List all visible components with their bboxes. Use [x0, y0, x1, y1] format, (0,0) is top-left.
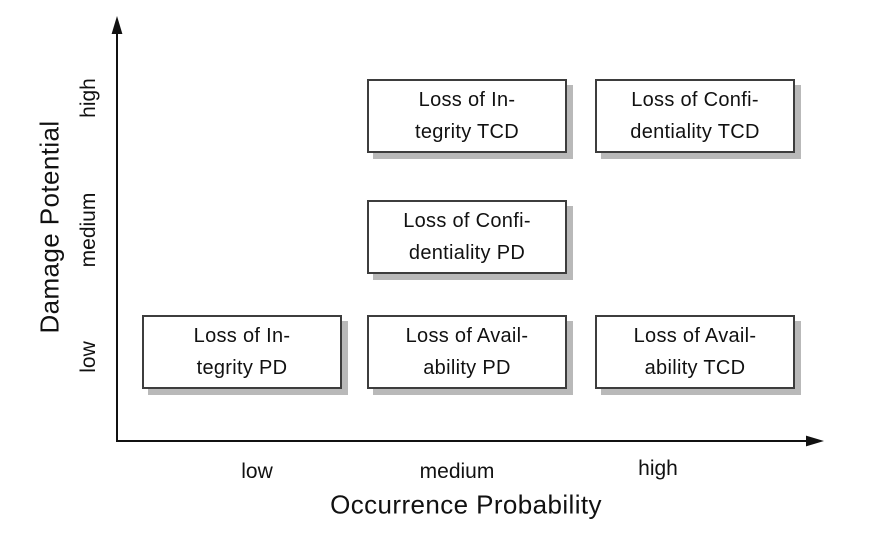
y-tick-low: low [77, 341, 100, 373]
x-tick-high: high [638, 457, 678, 480]
node-loss-of-integrity-pd: Loss of In- tegrity PD [142, 315, 342, 389]
node-label-line: tegrity PD [196, 357, 288, 379]
node-label-line: Loss of Avail- [405, 325, 529, 347]
node-label-line: Loss of Avail- [633, 325, 757, 347]
node-loss-of-availability-pd: Loss of Avail- ability PD [367, 315, 567, 389]
node-loss-of-confidentiality-pd: Loss of Confi- dentiality PD [367, 200, 567, 274]
y-tick-medium: medium [77, 192, 100, 268]
x-tick-low: low [241, 460, 273, 483]
node-loss-of-availability-tcd: Loss of Avail- ability TCD [595, 315, 795, 389]
node-label-line: Loss of In- [418, 89, 516, 111]
x-axis-arrowhead-icon [806, 435, 824, 447]
node-label-line: dentiality TCD [630, 121, 760, 143]
node-loss-of-integrity-tcd: Loss of In- tegrity TCD [367, 79, 567, 153]
node-label-line: Loss of Confi- [403, 210, 531, 232]
node-loss-of-confidentiality-tcd: Loss of Confi- dentiality TCD [595, 79, 795, 153]
y-tick-high: high [77, 78, 100, 118]
y-axis-label: Damage Potential [34, 120, 65, 334]
node-label-line: Loss of In- [193, 325, 291, 347]
x-tick-medium: medium [419, 460, 495, 483]
node-label-line: ability PD [423, 357, 511, 379]
x-axis-label: Occurrence Probability [330, 489, 602, 520]
y-axis-arrowhead-icon [111, 16, 123, 34]
node-label-line: dentiality PD [408, 242, 526, 264]
node-label-line: ability TCD [644, 357, 746, 379]
node-label-line: Loss of Confi- [631, 89, 759, 111]
node-label-line: tegrity TCD [414, 121, 520, 143]
